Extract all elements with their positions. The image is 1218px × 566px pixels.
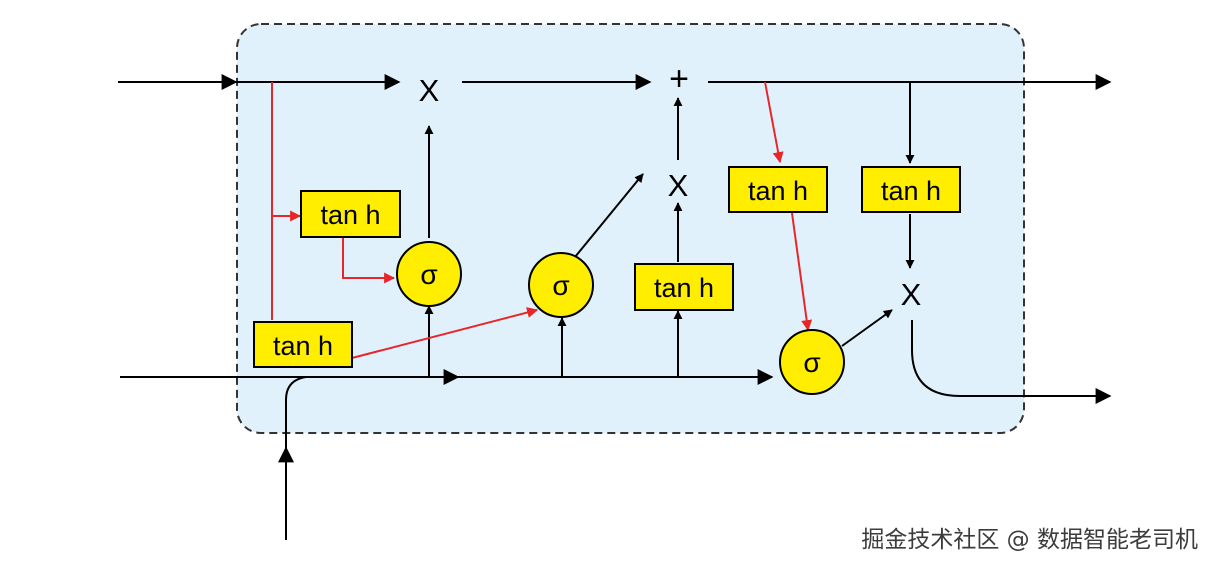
sigma-label: σ (803, 347, 820, 378)
cell-boundary (236, 23, 1025, 434)
multiply-operator-forget: X (419, 73, 440, 108)
sigma-label: σ (420, 259, 437, 290)
red-connectors (271, 81, 813, 359)
black-connectors (118, 74, 1112, 540)
tanh-label: tan h (654, 273, 714, 303)
sigma-node-3: σ (779, 329, 845, 395)
multiply-operator-input: X (668, 168, 689, 203)
tanh-box-3: tan h (634, 263, 734, 311)
tanh-label: tan h (748, 176, 808, 206)
tanh-label: tan h (320, 200, 380, 230)
sigma-node-2: σ (528, 252, 594, 318)
sigma-node-1: σ (396, 241, 462, 307)
multiply-operator-output: X (901, 277, 922, 312)
tanh-box-5: tan h (861, 166, 961, 213)
tanh-label: tan h (881, 176, 941, 206)
tanh-label: tan h (273, 331, 333, 361)
watermark: 掘金技术社区 @ 数据智能老司机 (861, 527, 1198, 553)
tanh-box-4: tan h (728, 166, 828, 213)
add-operator: + (669, 60, 689, 98)
tanh-box-2: tan h (253, 321, 353, 368)
tanh-box-1: tan h (300, 190, 401, 238)
sigma-label: σ (552, 270, 569, 301)
